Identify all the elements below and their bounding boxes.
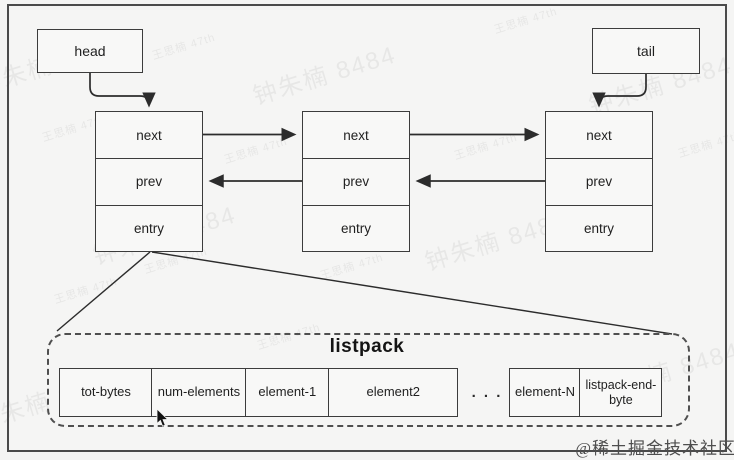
- listpack-ellipsis: . . .: [471, 384, 503, 401]
- listpack-cell-element-2: element2: [328, 368, 459, 417]
- node1-next-cell: next: [136, 127, 162, 143]
- head-pointer-box: head: [37, 29, 143, 73]
- listpack-cell-tot-bytes: tot-bytes: [59, 368, 153, 417]
- node3-prev-cell: prev: [546, 158, 652, 204]
- head-label: head: [74, 43, 106, 59]
- node1-prev-cell: prev: [96, 158, 202, 204]
- listpack-cells-right: element-N listpack-end-byte: [509, 368, 663, 417]
- listpack-cells-left: tot-bytes num-elements element-1 element…: [59, 368, 459, 417]
- tail-pointer-box: tail: [592, 28, 700, 74]
- listpack-title: listpack: [329, 336, 405, 357]
- listpack-container: [47, 333, 690, 427]
- listpack-cell-listpack-end-byte: listpack-end-byte: [579, 368, 663, 417]
- list-node-1: next prev entry: [95, 111, 203, 252]
- node3-entry-cell: entry: [546, 204, 652, 251]
- list-node-2: next prev entry: [302, 111, 410, 252]
- tail-label: tail: [637, 43, 655, 59]
- node3-next-cell: next: [586, 127, 612, 143]
- juejin-watermark-credit: @稀土掘金技术社区: [575, 439, 734, 458]
- node2-prev-cell: prev: [303, 158, 409, 204]
- listpack-cell-element-N: element-N: [509, 368, 581, 417]
- node2-entry-cell: entry: [303, 204, 409, 251]
- node1-entry-cell: entry: [96, 204, 202, 251]
- node2-next-cell: next: [343, 127, 369, 143]
- list-node-3: next prev entry: [545, 111, 653, 252]
- mouse-cursor-icon: [156, 409, 169, 427]
- listpack-cell-element-1: element-1: [244, 368, 330, 417]
- listpack-cell-num-elements: num-elements: [151, 368, 247, 417]
- diagram-frame: [7, 4, 727, 452]
